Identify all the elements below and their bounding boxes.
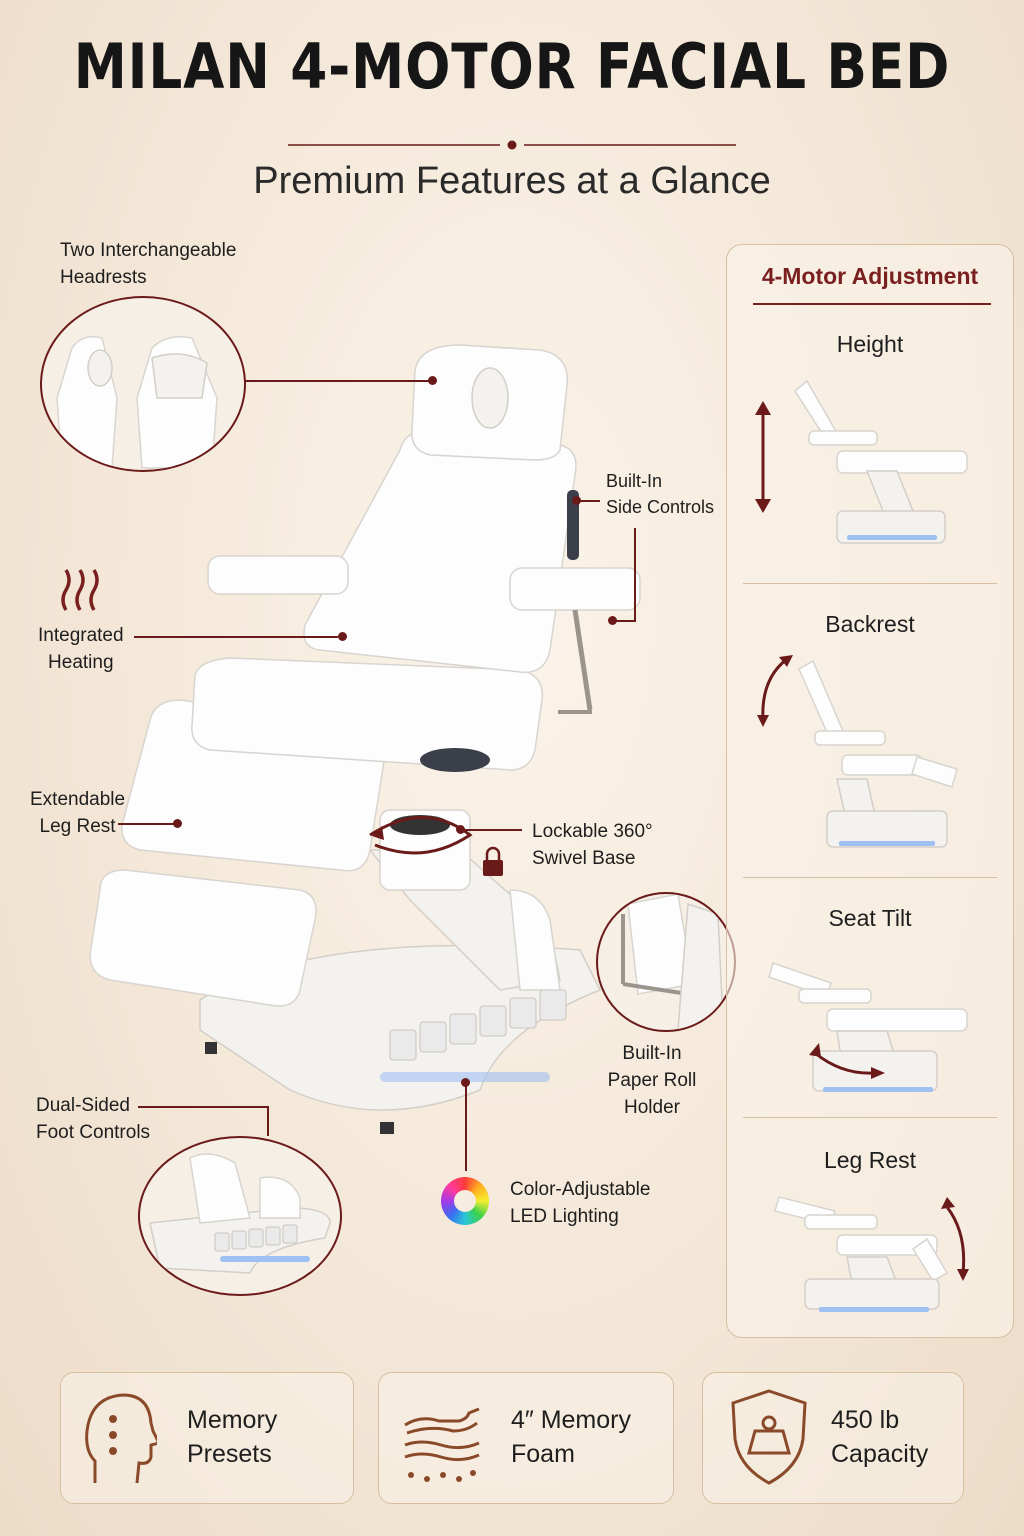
callout-swivel: Lockable 360° Swivel Base xyxy=(532,821,653,869)
seat-tilt-adjust-illustration xyxy=(768,962,968,1092)
color-wheel-icon xyxy=(441,1177,489,1225)
feature-card-memory-foam: 4″ Memory Foam xyxy=(378,1372,674,1504)
motor-adjustment-panel: 4-Motor Adjustment Height Backrest Seat … xyxy=(726,244,1014,1338)
chair-illustration xyxy=(89,344,641,1134)
leg-rest-adjust-illustration xyxy=(774,1196,969,1312)
motor-panel-title: 4-Motor Adjustment xyxy=(761,263,979,289)
page-subtitle: Premium Features at a Glance xyxy=(253,160,771,202)
heat-waves-icon xyxy=(61,569,99,611)
feature-card-memory-presets: Memory Presets xyxy=(60,1372,354,1504)
feature-card-capacity: 450 lb Capacity xyxy=(702,1372,964,1504)
foot-controls-inset xyxy=(138,1136,342,1296)
callout-headrests: Two Interchangeable Headrests xyxy=(60,240,237,288)
marker-dot xyxy=(608,616,617,625)
paper-roll-inset xyxy=(596,892,736,1032)
height-adjust-illustration xyxy=(755,379,968,544)
lock-icon xyxy=(483,846,503,876)
headrests-inset xyxy=(40,296,246,472)
marker-dot xyxy=(338,632,347,641)
title-divider xyxy=(288,140,736,150)
marker-dot xyxy=(572,496,581,505)
callout-led: Color-Adjustable LED Lighting xyxy=(510,1179,651,1227)
callout-paper-roll: Built-In Paper Roll Holder xyxy=(607,1043,697,1118)
motor-item-backrest: Backrest xyxy=(825,611,915,637)
motor-item-height: Height xyxy=(836,331,904,357)
callout-leg-rest: Extendable Leg Rest xyxy=(30,789,126,837)
marker-dot xyxy=(461,1078,470,1087)
marker-dot xyxy=(456,825,465,834)
callout-side-controls: Built-In Side Controls xyxy=(606,471,715,517)
callout-foot-controls: Dual-Sided Foot Controls xyxy=(36,1095,151,1143)
page-title: MILAN 4-MOTOR FACIAL BED xyxy=(73,30,951,103)
backrest-adjust-illustration xyxy=(757,655,958,848)
marker-dot xyxy=(428,376,437,385)
callout-heating: Integrated Heating xyxy=(38,625,124,673)
head-profile-icon xyxy=(85,1393,157,1484)
motor-item-seat-tilt: Seat Tilt xyxy=(828,905,912,931)
motor-item-leg-rest: Leg Rest xyxy=(823,1147,917,1173)
foam-hand-icon xyxy=(404,1407,480,1482)
shield-weight-icon xyxy=(731,1389,807,1485)
marker-dot xyxy=(173,819,182,828)
